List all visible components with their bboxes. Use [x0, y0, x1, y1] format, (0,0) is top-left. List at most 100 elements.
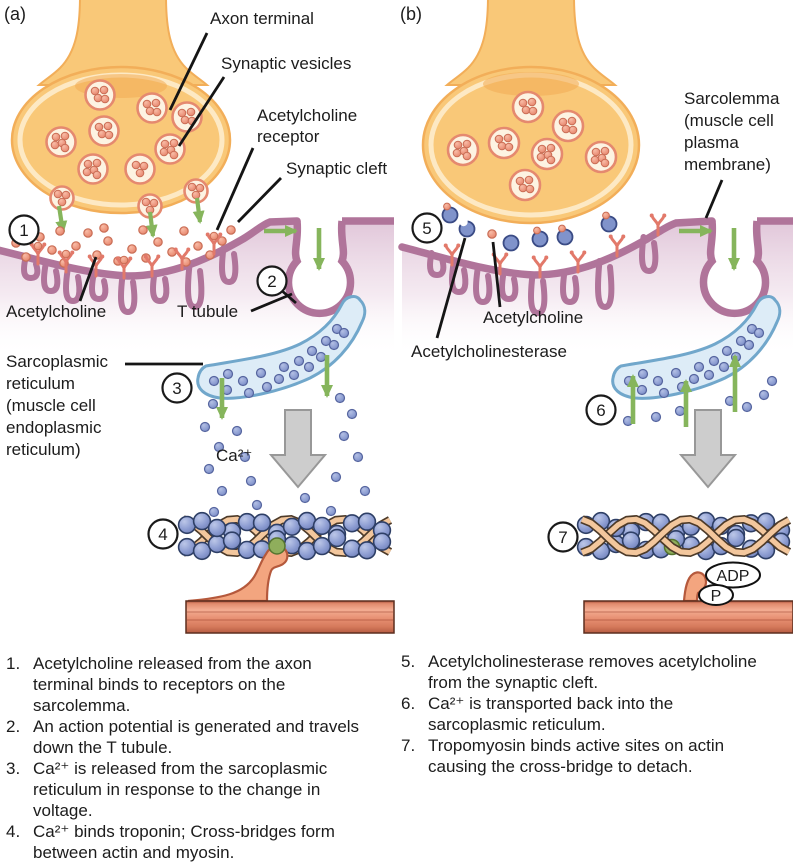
receptor-tip: [456, 243, 461, 248]
acetylcholine-molecule: [83, 228, 93, 238]
junctional-fold: [185, 262, 205, 311]
calcium-ion: [721, 345, 733, 357]
acetylcholine-molecule: [193, 241, 203, 251]
junctional-fold: [427, 250, 447, 279]
legend-item-number: 5.: [401, 652, 416, 671]
actin-filament-a: [177, 511, 393, 561]
actin-bead: [252, 513, 272, 532]
synaptic-vesicle: [551, 109, 585, 143]
calcium-ion: [735, 335, 747, 347]
acetylcholine-molecule: [177, 108, 187, 118]
acetylcholine-molecule: [536, 152, 546, 162]
receptor-tip: [621, 234, 626, 239]
synaptic-vesicle: [124, 153, 156, 185]
calcium-ion: [338, 327, 350, 339]
enzyme-body: [531, 230, 549, 248]
legend-line: Ca²⁺ is released from the sarcoplasmic: [33, 759, 328, 778]
legend-item-number: 6.: [401, 694, 416, 713]
acetylcholine-molecule: [525, 184, 535, 194]
calcium-ion: [237, 375, 249, 387]
receptor-tip: [205, 232, 210, 237]
synaptic-vesicle: [487, 126, 521, 160]
acetylcholine-molecule: [100, 94, 110, 104]
legend-line: Acetylcholinesterase removes acetylcholi…: [428, 652, 757, 671]
acetylcholine-molecule: [600, 146, 610, 156]
acetylcholinesterase-enzyme: [441, 202, 459, 224]
receptor-tip: [156, 254, 161, 259]
acetylcholine-molecule: [518, 98, 528, 108]
legend-item-number: 2.: [6, 717, 21, 736]
actin-bead: [342, 539, 362, 558]
actin-bead: [357, 541, 377, 560]
receptor-tip: [186, 247, 191, 252]
calcium-ion: [278, 361, 290, 373]
myosin-filament-b: [583, 600, 793, 634]
acetylcholine-molecule: [131, 160, 141, 170]
acetylcholine-molecule: [546, 143, 556, 153]
acetylcholinesterase-enzyme: [531, 226, 549, 248]
junctional-fold: [560, 269, 580, 306]
receptor-tip: [582, 250, 587, 255]
label-sarcolemma-2: (muscle cell: [684, 111, 774, 130]
calcium-ion: [203, 463, 215, 475]
step-marker-1: 1: [8, 214, 40, 246]
step-markers: 1 2 3 4 5 6 7: [8, 212, 617, 553]
label-sarcolemma-3: plasma: [684, 133, 739, 152]
acetylcholine-molecule: [169, 150, 179, 160]
calcium-ion: [239, 451, 251, 463]
acetylcholinesterase-enzyme: [600, 211, 618, 233]
acetylcholine-molecule: [83, 159, 93, 169]
acetylcholine-molecule: [494, 134, 504, 144]
junctional-fold: [89, 272, 109, 303]
acetylcholine-molecule: [151, 98, 161, 108]
enzyme-body: [556, 228, 574, 246]
actin-bead: [372, 532, 392, 551]
enzyme-body: [600, 215, 618, 233]
legend-line: between actin and myosin.: [33, 843, 235, 862]
acetylcholine-molecule: [600, 158, 610, 168]
acetylcholine-molecule: [90, 86, 100, 96]
calcium-ion: [658, 387, 670, 399]
acetylcholine-receptor: [115, 255, 133, 280]
axon-stem-a: [36, 0, 210, 86]
calcium-ion: [222, 368, 234, 380]
label-axon-terminal: Axon terminal: [210, 9, 314, 28]
calcium-ion: [315, 351, 327, 363]
junctional-fold: [473, 267, 493, 306]
receptor-tip: [569, 250, 574, 255]
acetylcholine-molecule: [515, 176, 525, 186]
acetylcholine-molecule: [159, 147, 169, 157]
legend-item-text: Acetylcholinesterase removes acetylcholi…: [428, 651, 793, 693]
action-potential-arrows: [264, 225, 740, 271]
acetylcholine-molecule: [462, 151, 472, 161]
sarcolemma-a: [0, 217, 301, 280]
acetylcholine-molecule: [57, 197, 67, 207]
calcium-ion: [243, 387, 255, 399]
synaptic-cleft-contents: [11, 202, 667, 280]
myosin-head-b: [682, 571, 708, 603]
synaptic-vesicle: [508, 168, 542, 202]
synaptic-vesicle: [45, 126, 77, 158]
troponin-a: [268, 537, 286, 555]
acetylcholine-molecule: [160, 139, 170, 149]
receptor-tip: [544, 255, 549, 260]
actin-bead: [207, 534, 227, 554]
acetylcholine-molecule: [104, 130, 114, 140]
calcium-ion: [255, 367, 267, 379]
junctional-fold: [21, 255, 41, 282]
receptor-tip: [608, 234, 613, 239]
acetylcholine-receptor: [443, 243, 461, 267]
axon-bulb-a: [10, 65, 232, 215]
svg-text:5: 5: [422, 219, 431, 238]
receptor-tip: [173, 247, 178, 252]
acetylcholine-molecule: [453, 140, 463, 150]
actin-bead: [207, 518, 227, 538]
legend-line: Tropomyosin binds active sites on actin: [428, 736, 725, 755]
calcium-ion: [637, 368, 649, 380]
captured-acetylcholine: [443, 202, 451, 211]
acetylcholine-molecule: [524, 175, 534, 185]
acetylcholine-molecule: [497, 141, 507, 151]
acetylcholine-molecule: [99, 223, 109, 233]
